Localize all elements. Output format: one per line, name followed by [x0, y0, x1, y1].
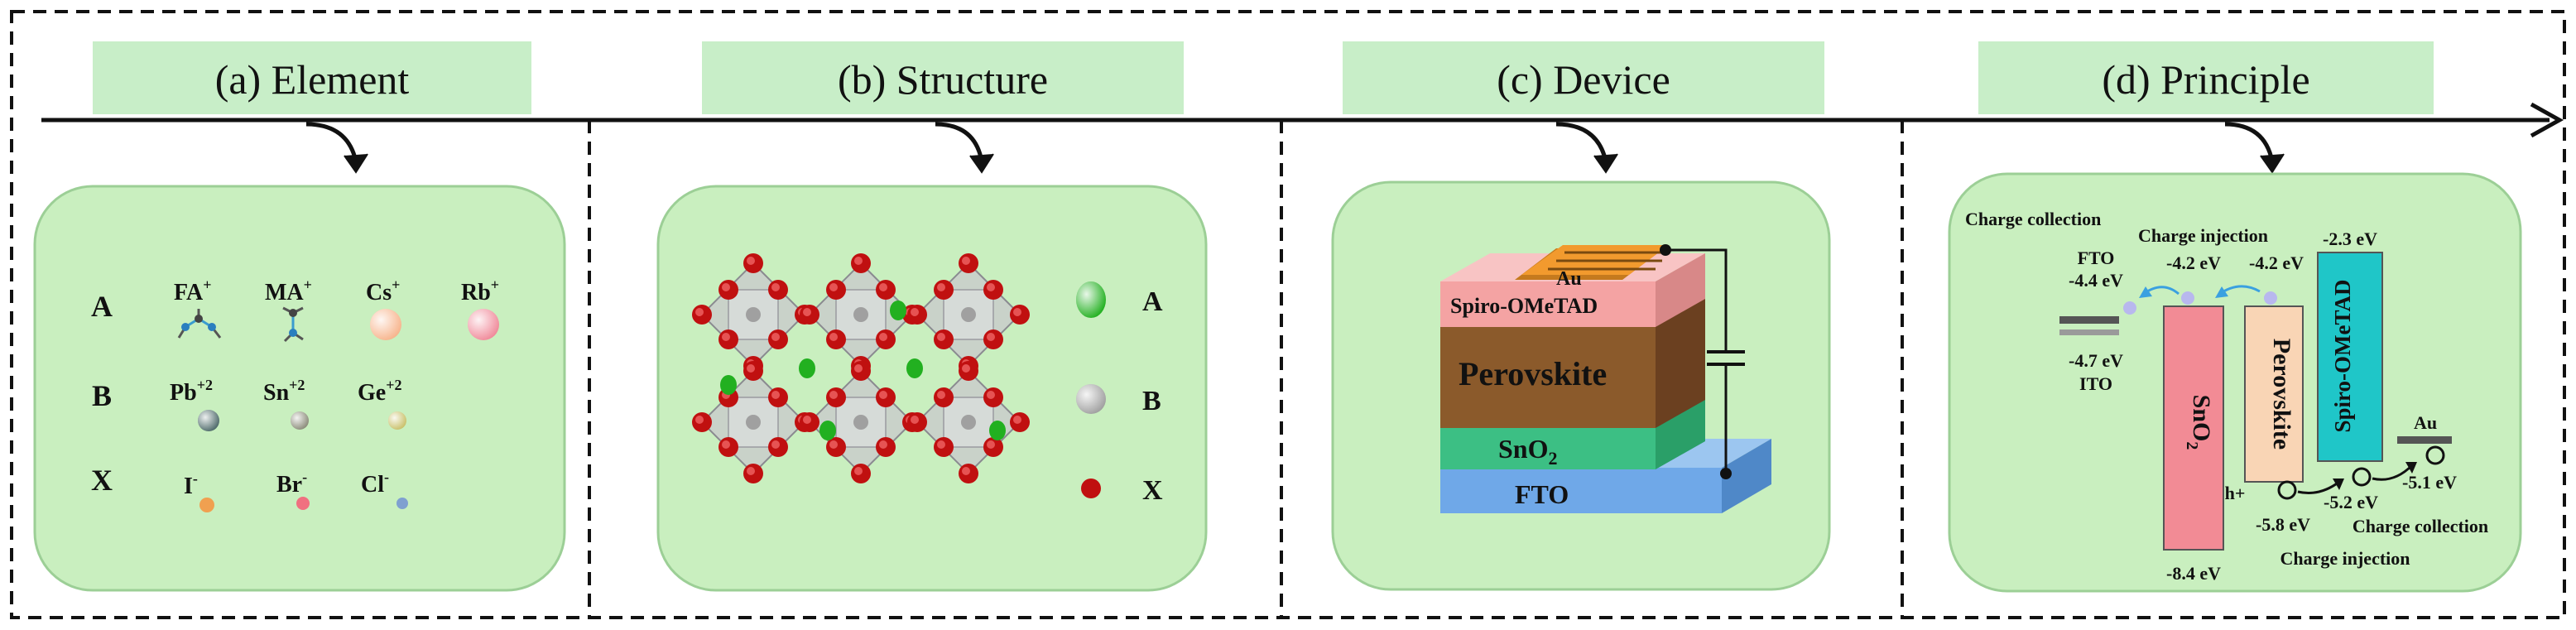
- structure-legend: A B X: [1076, 281, 1163, 506]
- ion-fa: FA+: [174, 277, 212, 305]
- legend-x-sphere: [1081, 479, 1101, 498]
- fto-level: [2059, 316, 2119, 324]
- card-element: [33, 185, 566, 592]
- card-structure: [656, 185, 1208, 592]
- au-level: [2397, 436, 2452, 444]
- i-sphere: [199, 498, 214, 512]
- layer-sno2: [1440, 424, 1656, 469]
- pointer-arrow-c: [1555, 122, 1608, 162]
- timeline-arrow-head: [2530, 102, 2564, 138]
- row-label-x: X: [91, 464, 113, 497]
- row-label-b: B: [92, 379, 112, 412]
- sno2-vb-energy: -8.4 eV: [2166, 563, 2221, 584]
- legend-a-label: A: [1142, 286, 1163, 317]
- title-box-d: [1978, 41, 2434, 114]
- fa-molecule-icon: [177, 309, 222, 339]
- layer-sno2-label: SnO2: [1498, 434, 1557, 469]
- legend-x-label: X: [1142, 475, 1163, 506]
- hole-perovskite: [2277, 480, 2297, 500]
- title-box-a: [93, 41, 531, 114]
- sno2-cb-energy: -4.2 eV: [2166, 252, 2221, 273]
- band-spiro: [2317, 252, 2383, 462]
- layer-spiro: [1440, 281, 1656, 327]
- outer-frame: [10, 10, 2566, 619]
- perovskite-lattice: [692, 253, 1030, 483]
- legend-b-label: B: [1142, 386, 1161, 416]
- b-site-atom: [853, 415, 868, 430]
- pero-vb-energy: -5.8 eV: [2256, 514, 2310, 535]
- a-site-atom: [906, 358, 923, 378]
- ion-ma: MA+: [265, 277, 312, 305]
- cl-sphere: [396, 498, 408, 509]
- row-label-a: A: [91, 290, 113, 323]
- a-site-atom: [890, 301, 906, 320]
- au-electrode: [1515, 245, 1669, 280]
- hole-spiro: [2352, 467, 2372, 487]
- electron-pero: [2264, 291, 2277, 305]
- a-site-atom: [819, 421, 836, 440]
- au-label: Au: [2414, 412, 2437, 433]
- ion-ge: Ge+2: [358, 377, 401, 406]
- b-site-atom: [746, 307, 761, 322]
- ion-rb: Rb+: [461, 277, 499, 305]
- panel-title-d: (d) Principle: [2102, 56, 2309, 103]
- fto-energy: -4.4 eV: [2069, 270, 2123, 291]
- layer-fto: [1440, 468, 1722, 513]
- circuit-wire: [1665, 248, 1728, 352]
- hole-au: [2425, 445, 2445, 465]
- energy-diagram: Charge collection Charge injection FTO -…: [1965, 209, 2488, 584]
- a-site-atom: [799, 358, 815, 378]
- ito-energy: -4.7 eV: [2069, 350, 2123, 371]
- charge-collection-top: Charge collection: [1965, 209, 2101, 229]
- electron-fto: [2123, 301, 2136, 315]
- ito-level: [2059, 329, 2119, 335]
- ion-sn: Sn+2: [263, 377, 305, 406]
- panel-title-a: (a) Element: [215, 56, 410, 103]
- title-box-b: [702, 41, 1184, 114]
- ion-i: I-: [184, 470, 198, 499]
- b-site-atom: [961, 415, 976, 430]
- band-sno2: [2163, 305, 2224, 551]
- br-sphere: [296, 497, 310, 510]
- charge-collection-bottom: Charge collection: [2353, 516, 2488, 536]
- layer-fto-label: FTO: [1515, 479, 1569, 509]
- element-table: A B X FA+ MA+ Cs+ Rb+: [91, 277, 499, 512]
- b-site-atom: [853, 307, 868, 322]
- a-site-atom: [989, 421, 1006, 440]
- band-perovskite-label: Perovskite: [2268, 339, 2295, 450]
- panel-title-c: (c) Device: [1497, 56, 1670, 103]
- pero-cb-energy: -4.2 eV: [2249, 252, 2304, 273]
- a-site-atom: [720, 375, 737, 395]
- b-site-atom: [961, 307, 976, 322]
- title-box-c: [1343, 41, 1824, 114]
- ion-cs: Cs+: [366, 277, 400, 305]
- charge-injection-top: Charge injection: [2138, 225, 2268, 246]
- layer-spiro-label: Spiro-OMeTAD: [1450, 294, 1598, 318]
- band-spiro-label: Spiro-OMeTAD: [2330, 280, 2355, 433]
- fto-label: FTO: [2078, 248, 2115, 268]
- layer-perovskite-label: Perovskite: [1459, 355, 1607, 392]
- ma-molecule-icon: [282, 306, 304, 343]
- device-stack: FTO SnO2 Perovskite Spiro-OMeTAD Au: [1440, 244, 1771, 513]
- charge-injection-bottom: Charge injection: [2280, 548, 2410, 569]
- layer-perovskite: [1440, 325, 1656, 428]
- panel-title-b: (b) Structure: [838, 56, 1048, 103]
- electron-sno2: [2181, 291, 2194, 305]
- band-sno2-label: SnO2: [2183, 395, 2215, 450]
- spiro-homo-energy: -5.2 eV: [2324, 492, 2378, 512]
- ito-label: ITO: [2079, 373, 2112, 394]
- band-perovskite: [2244, 305, 2304, 483]
- h-plus-label: h+: [2225, 483, 2246, 503]
- au-energy: -5.1 eV: [2402, 472, 2457, 493]
- pointer-arrow-b: [935, 122, 984, 162]
- pointer-arrow-a: [305, 122, 358, 162]
- spiro-lumo-energy: -2.3 eV: [2323, 228, 2377, 249]
- ion-cl: Cl-: [361, 469, 389, 498]
- pointer-arrow-d: [2224, 122, 2275, 162]
- b-site-atom: [746, 415, 761, 430]
- ion-pb: Pb+2: [170, 377, 213, 406]
- layer-au-label: Au: [1556, 268, 1582, 290]
- ion-br: Br-: [276, 469, 307, 498]
